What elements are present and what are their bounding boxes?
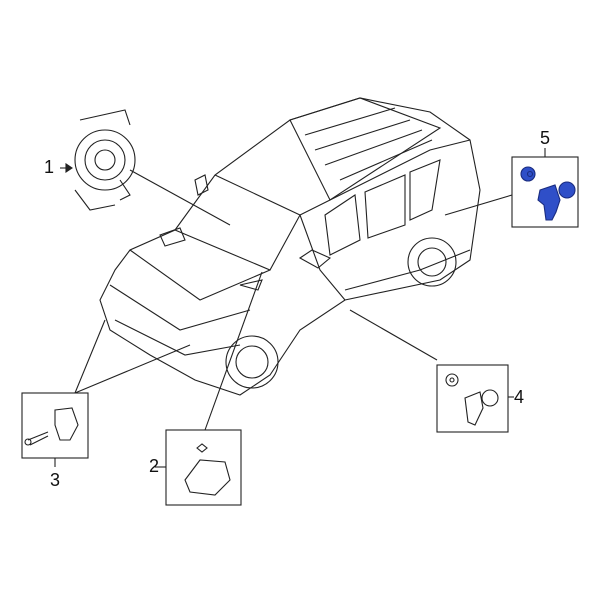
callout-number-2: 2 (149, 456, 160, 476)
part-box-2 (165, 429, 242, 506)
part-4-sensor (445, 373, 499, 426)
part-3-sensor (24, 407, 79, 446)
callout-number-3: 3 (50, 470, 61, 490)
leader-lines (54, 148, 546, 468)
part-1-clockspring (74, 109, 136, 211)
vehicle-illustration (99, 97, 481, 396)
part-2-module (184, 443, 231, 496)
callout-number-4: 4 (514, 387, 525, 407)
callout-number-1: 1 (44, 157, 55, 177)
part-5-sensor-highlighted (520, 166, 576, 221)
callout-number-5: 5 (540, 128, 551, 148)
part-box-3 (21, 392, 89, 459)
part-box-4 (436, 364, 509, 433)
part-box-5 (511, 156, 579, 228)
